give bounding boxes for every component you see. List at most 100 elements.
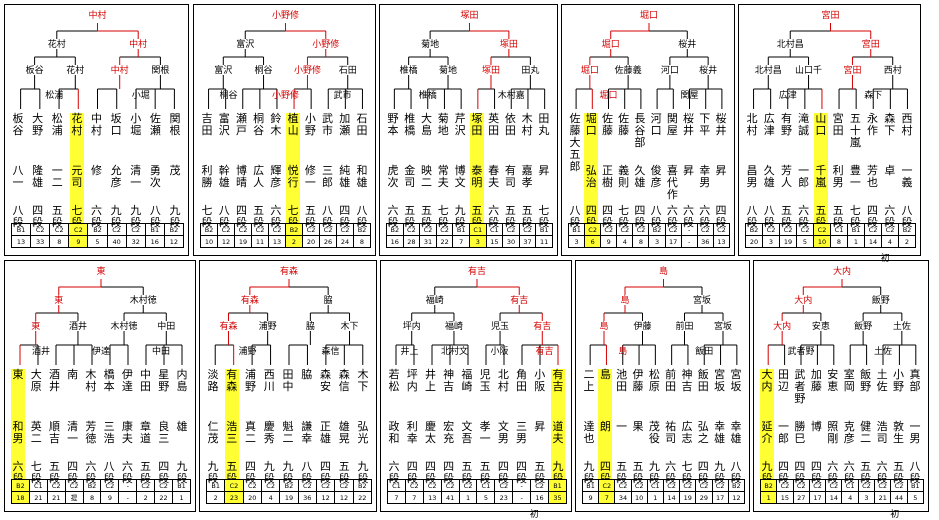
player-column[interactable]: 富沢幹雄八段	[217, 113, 231, 241]
player-column[interactable]: 星野良三四段	[157, 369, 171, 497]
player-column[interactable]: 大島映二五段	[420, 113, 434, 241]
player-column[interactable]: 西川慶秀九段	[262, 369, 276, 497]
player-column[interactable]: 飯田弘之四段	[696, 369, 710, 497]
player-column[interactable]: 石田和雄八段	[355, 113, 369, 241]
player-column[interactable]: 坂口允彦九段	[109, 113, 123, 241]
player-column[interactable]: 真部一男八段	[908, 369, 922, 497]
player-column[interactable]: 脇謙幸八段	[300, 369, 314, 497]
player-column[interactable]: 佐藤義則七段	[617, 113, 631, 241]
player-column[interactable]: 桜井昇六段	[682, 113, 696, 241]
player-column[interactable]: 二上達也九段	[582, 369, 596, 497]
player-column[interactable]: 佐瀬勇次八段	[148, 113, 162, 241]
player-column[interactable]: 宮坂幸雄九段	[713, 369, 727, 497]
player-column[interactable]: 伊藤果五段	[631, 369, 645, 497]
player-column[interactable]: 花村元司七段	[69, 113, 84, 241]
player-column[interactable]: 瀬戸博晴四段	[234, 113, 248, 241]
player-column[interactable]: 五十嵐豊一七段	[848, 113, 862, 241]
player-column[interactable]: 島朗四段	[598, 369, 613, 497]
player-column[interactable]: 神吉宏充四段	[442, 369, 456, 497]
player-column[interactable]: 広津久雄八段	[762, 113, 776, 241]
player-column[interactable]: 塚田泰明五段	[469, 113, 484, 241]
player-column[interactable]: 森信雄晃五段	[337, 369, 351, 497]
player-column[interactable]: 西村一義八段	[900, 113, 914, 241]
player-column[interactable]: 坪内利幸四段	[405, 369, 419, 497]
player-column[interactable]: 加藤博四段	[809, 369, 823, 497]
player-column[interactable]: 中村修六段	[90, 113, 104, 241]
player-column[interactable]: 飯野健二五段	[859, 369, 873, 497]
player-column[interactable]: 武市三郎八段	[321, 113, 335, 241]
player-column[interactable]: 下平幸男六段	[698, 113, 712, 241]
player-column[interactable]: 山口千嵐五段	[813, 113, 828, 241]
player-column[interactable]: 神吉広志七段	[680, 369, 694, 497]
player-column[interactable]: 加瀬純雄四段	[338, 113, 352, 241]
player-column[interactable]: 吉田利勝七段	[200, 113, 214, 241]
player-column[interactable]: 有吉道夫九段	[550, 369, 565, 497]
player-column[interactable]: 大原英二七段	[29, 369, 43, 497]
player-surname: 大内	[761, 368, 773, 393]
player-column[interactable]: 芹沢博文九段	[453, 113, 467, 241]
player-column[interactable]: 有森浩三五段	[224, 369, 239, 497]
player-column[interactable]: 井上慶太四段	[423, 369, 437, 497]
player-column[interactable]: 小堀清一九段	[129, 113, 143, 241]
player-column[interactable]: 板谷八一八段	[11, 113, 25, 241]
player-column[interactable]: 英田春夫六段	[487, 113, 501, 241]
player-column[interactable]: 内島雄九段	[175, 369, 189, 497]
player-column[interactable]: 南清一四段	[66, 369, 80, 497]
player-column[interactable]: 有野芳人五段	[779, 113, 793, 241]
player-column[interactable]: 永作芳也四段	[866, 113, 880, 241]
player-column[interactable]: 安恵照剛六段	[826, 369, 840, 497]
player-column[interactable]: 田丸昇七段	[537, 113, 551, 241]
player-column[interactable]: 中田章道五段	[139, 369, 153, 497]
player-column[interactable]: 関根茂九段	[168, 113, 182, 241]
player-column[interactable]: 森下卓六段	[883, 113, 897, 241]
player-column[interactable]: 橋本三浩八段	[102, 369, 116, 497]
player-column[interactable]: 小阪昇五段	[533, 369, 547, 497]
player-column[interactable]: 河口俊彦八段	[649, 113, 663, 241]
player-column[interactable]: 酒井順吉五段	[47, 369, 61, 497]
player-column[interactable]: 角田三男四段	[515, 369, 529, 497]
player-column[interactable]: 木下弘光九段	[356, 369, 370, 497]
player-column[interactable]: 植山悦行七段	[286, 113, 301, 241]
player-column[interactable]: 佐藤正樹四段	[600, 113, 614, 241]
player-column[interactable]: 長谷部久雄四段	[633, 113, 647, 241]
player-column[interactable]: 滝誠一郎六段	[797, 113, 811, 241]
player-column[interactable]: 児玉孝一五段	[478, 369, 492, 497]
player-column[interactable]: 桜井昇四段	[714, 113, 728, 241]
player-column[interactable]: 小野敦生五段	[892, 369, 906, 497]
player-column[interactable]: 大野隆雄四段	[31, 113, 45, 241]
player-column[interactable]: 浦野真二四段	[244, 369, 258, 497]
player-column[interactable]: 伊達康夫六段	[120, 369, 134, 497]
player-column[interactable]: 森安正雄四段	[319, 369, 333, 497]
player-column[interactable]: 松浦一二五段	[50, 113, 64, 241]
player-column[interactable]: 松原茂役九段	[647, 369, 661, 497]
player-column[interactable]: 佐藤大五郎八段	[568, 113, 582, 241]
player-column[interactable]: 前田祐司六段	[664, 369, 678, 497]
player-column[interactable]: 依田有司五段	[503, 113, 517, 241]
player-column[interactable]: 池田一五段	[615, 369, 629, 497]
player-column[interactable]: 桐谷広人五段	[252, 113, 266, 241]
player-column[interactable]: 椎橋金司五段	[403, 113, 417, 241]
player-column[interactable]: 武者野勝巳四段	[793, 369, 807, 497]
player-column[interactable]: 田中魁二九段	[281, 369, 295, 497]
player-column[interactable]: 若松政和六段	[387, 369, 401, 497]
player-column[interactable]: 堀口弘治四段	[584, 113, 599, 241]
player-column[interactable]: 福崎文吾五段	[460, 369, 474, 497]
player-column[interactable]: 大内延介九段	[760, 369, 774, 497]
player-column[interactable]: 北村文男四段	[496, 369, 510, 497]
player-column[interactable]: 淡路仁茂九段	[206, 369, 220, 497]
player-column[interactable]: 菊地常夫七段	[436, 113, 450, 241]
player-column[interactable]: 宮坂幸雄八段	[729, 369, 743, 497]
player-column[interactable]: 木村嘉孝五段	[520, 113, 534, 241]
player-column[interactable]: 田辺一郎四段	[776, 369, 790, 497]
player-column[interactable]: 室岡克彦六段	[842, 369, 856, 497]
player-surname: 井上	[424, 368, 436, 393]
player-column[interactable]: 野本虎次六段	[386, 113, 400, 241]
player-column[interactable]: 北村昌男八段	[745, 113, 759, 241]
player-column[interactable]: 鈴木輝彦六段	[269, 113, 283, 241]
player-column[interactable]: 東和男六段	[11, 369, 25, 497]
player-column[interactable]: 土佐浩司六段	[875, 369, 889, 497]
player-column[interactable]: 関屋喜代作六段	[665, 113, 679, 241]
player-column[interactable]: 宮田利男五段	[831, 113, 845, 241]
player-column[interactable]: 木村芳徳六段	[84, 369, 98, 497]
player-column[interactable]: 小野修一五段	[303, 113, 317, 241]
